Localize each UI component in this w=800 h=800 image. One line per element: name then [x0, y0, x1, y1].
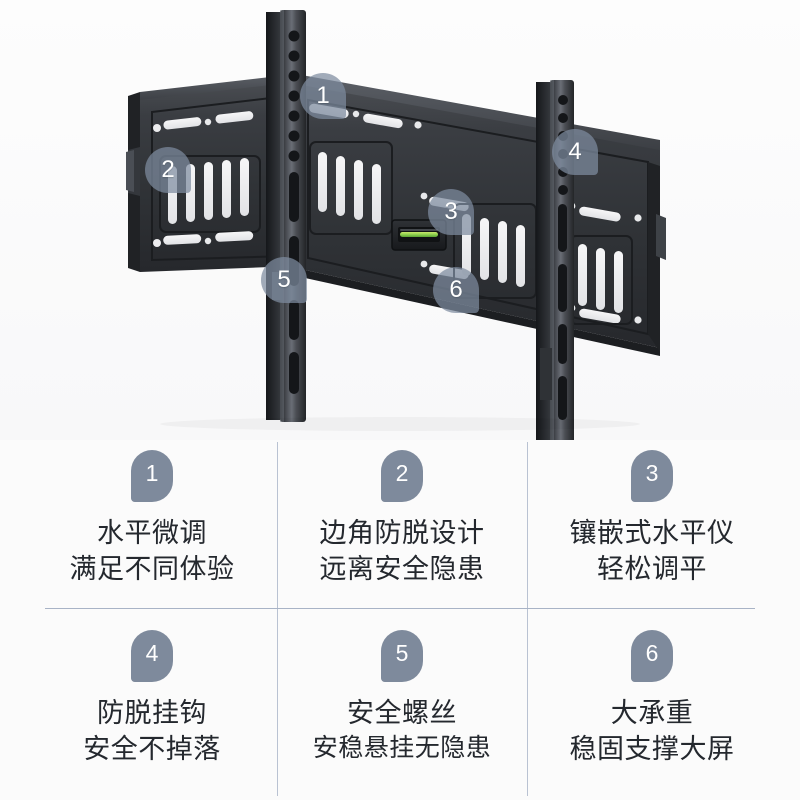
feature-badge-6: 6: [631, 630, 673, 682]
right-vertical-rail: [536, 80, 574, 440]
feature-text-4: 防脱挂钩 安全不掉落: [27, 696, 277, 768]
feature-title-4: 防脱挂钩: [97, 698, 207, 728]
feature-text-5: 安全螺丝 安稳悬挂无隐患: [277, 696, 527, 765]
feature-title-3: 镶嵌式水平仪: [569, 518, 735, 548]
feature-text-3: 镶嵌式水平仪 轻松调平: [527, 516, 777, 588]
image-callout-1: 1: [300, 73, 346, 119]
feature-subtitle-4: 安全不掉落: [83, 733, 221, 764]
feature-badge-2: 2: [381, 450, 423, 502]
feature-text-1: 水平微调 满足不同体验: [27, 516, 277, 588]
feature-cell-4: 4 防脱挂钩 安全不掉落: [27, 630, 277, 768]
feature-text-2: 边角防脱设计 远离安全隐患: [277, 516, 527, 588]
feature-subtitle-5: 安稳悬挂无隐患: [312, 733, 492, 762]
image-callout-4: 4: [552, 129, 598, 175]
feature-title-6: 大承重: [610, 698, 694, 728]
feature-badge-5: 5: [381, 630, 423, 682]
feature-cell-1: 1 水平微调 满足不同体验: [27, 450, 277, 588]
image-callout-5: 5: [261, 257, 307, 303]
feature-title-5: 安全螺丝: [347, 698, 457, 728]
product-image: 1 2 3 4 5 6: [0, 0, 800, 440]
left-vertical-rail: [266, 10, 306, 422]
feature-cell-2: 2 边角防脱设计 远离安全隐患: [277, 450, 527, 588]
divider-horizontal: [45, 608, 755, 609]
wall-mount-illustration: [126, 10, 666, 440]
feature-badge-3: 3: [631, 450, 673, 502]
image-callout-6: 6: [433, 267, 479, 313]
feature-cell-3: 3 镶嵌式水平仪 轻松调平: [527, 450, 777, 588]
image-callout-3: 3: [428, 189, 474, 235]
feature-text-6: 大承重 稳固支撑大屏: [527, 696, 777, 768]
feature-grid: 1 水平微调 满足不同体验 2 边角防脱设计 远离安全隐患 3 镶嵌式水平仪 轻…: [0, 440, 800, 800]
feature-title-2: 边角防脱设计: [319, 518, 485, 548]
feature-cell-5: 5 安全螺丝 安稳悬挂无隐患: [277, 630, 527, 765]
feature-cell-6: 6 大承重 稳固支撑大屏: [527, 630, 777, 768]
feature-subtitle-6: 稳固支撑大屏: [569, 733, 735, 764]
feature-title-1: 水平微调: [97, 518, 207, 548]
divider-vertical-left: [277, 442, 278, 796]
feature-subtitle-2: 远离安全隐患: [319, 553, 485, 584]
feature-subtitle-1: 满足不同体验: [69, 553, 235, 584]
left-wall-plate: [126, 74, 296, 272]
feature-subtitle-3: 轻松调平: [597, 553, 707, 584]
divider-vertical-right: [527, 442, 528, 796]
bubble-level: [391, 219, 447, 251]
right-wall-plate: [296, 74, 666, 356]
feature-badge-4: 4: [131, 630, 173, 682]
feature-badge-1: 1: [131, 450, 173, 502]
image-callout-2: 2: [145, 147, 191, 193]
